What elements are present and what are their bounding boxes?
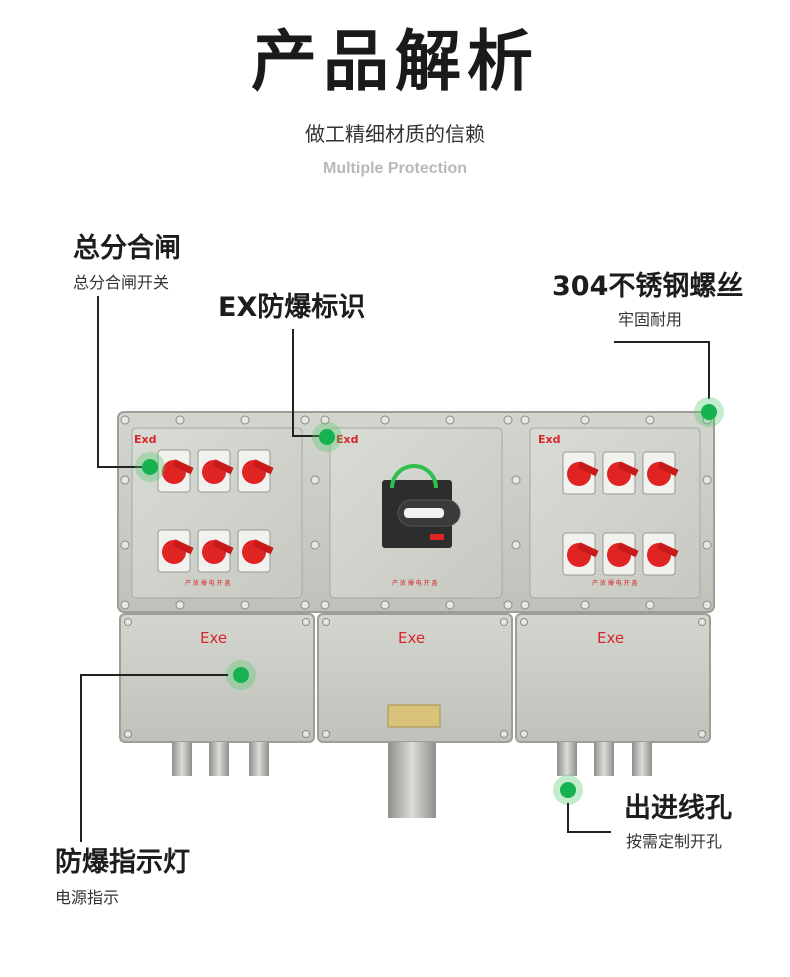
- exe-mark-right: Exe: [597, 629, 624, 647]
- callout-cable-desc: 按需定制开孔: [626, 832, 723, 851]
- callout-lamp-title: 防爆指示灯: [55, 847, 190, 878]
- page-subtitle-en: Multiple Protection: [323, 160, 467, 177]
- panel-caption-middle: 产 放 爆 电 开 盖: [392, 579, 438, 587]
- callout-screws-desc: 牢固耐用: [618, 310, 683, 329]
- leader-screws-v: [708, 341, 710, 399]
- exd-mark-right: Exd: [538, 433, 560, 446]
- exe-mark-left: Exe: [200, 629, 227, 647]
- frame-bolts: [120, 415, 712, 610]
- leader-cable-h: [567, 831, 611, 833]
- lower-box-bolts: [124, 618, 706, 738]
- indicator-dot-lamp: [226, 660, 256, 690]
- indicator-dot-ex-mark: [312, 422, 342, 452]
- page-title: 产品解析: [251, 23, 539, 100]
- leader-screws-h: [614, 341, 710, 343]
- cable-glands: [172, 742, 652, 818]
- branch-switches-left: [157, 449, 274, 573]
- callout-screws-title: 304不锈钢螺丝: [552, 271, 744, 302]
- exd-mark-left: Exd: [134, 433, 156, 446]
- leader-lamp-v: [80, 674, 82, 842]
- leader-main-switch-h: [97, 466, 147, 468]
- indicator-dot-cable-entry: [553, 775, 583, 805]
- page-subtitle: 做工精细材质的信赖: [305, 122, 485, 146]
- callout-lamp-desc: 电源指示: [55, 888, 120, 907]
- leader-cable-v: [567, 803, 569, 833]
- exd-mark-middle: Exd: [336, 433, 358, 446]
- leader-main-switch-v: [97, 296, 99, 468]
- callout-main-switch-title: 总分合闸: [73, 233, 181, 264]
- leader-ex-mark-v: [292, 329, 294, 437]
- panel-caption-right: 产 放 爆 电 开 盖: [592, 579, 638, 587]
- nameplate: [387, 704, 441, 728]
- leader-lamp-h: [80, 674, 228, 676]
- callout-cable-title: 出进线孔: [624, 793, 732, 824]
- callout-main-switch-desc: 总分合闸开关: [73, 273, 170, 292]
- indicator-dot-main-switch: [135, 452, 165, 482]
- indicator-dot-screws: [694, 397, 724, 427]
- panel-caption-left: 产 放 爆 电 开 盖: [185, 579, 231, 587]
- leader-ex-mark-h: [292, 435, 322, 437]
- branch-switches-right: [562, 451, 679, 576]
- callout-ex-mark-title: EX防爆标识: [218, 292, 366, 323]
- exe-mark-middle: Exe: [398, 629, 425, 647]
- main-breaker: [382, 464, 461, 548]
